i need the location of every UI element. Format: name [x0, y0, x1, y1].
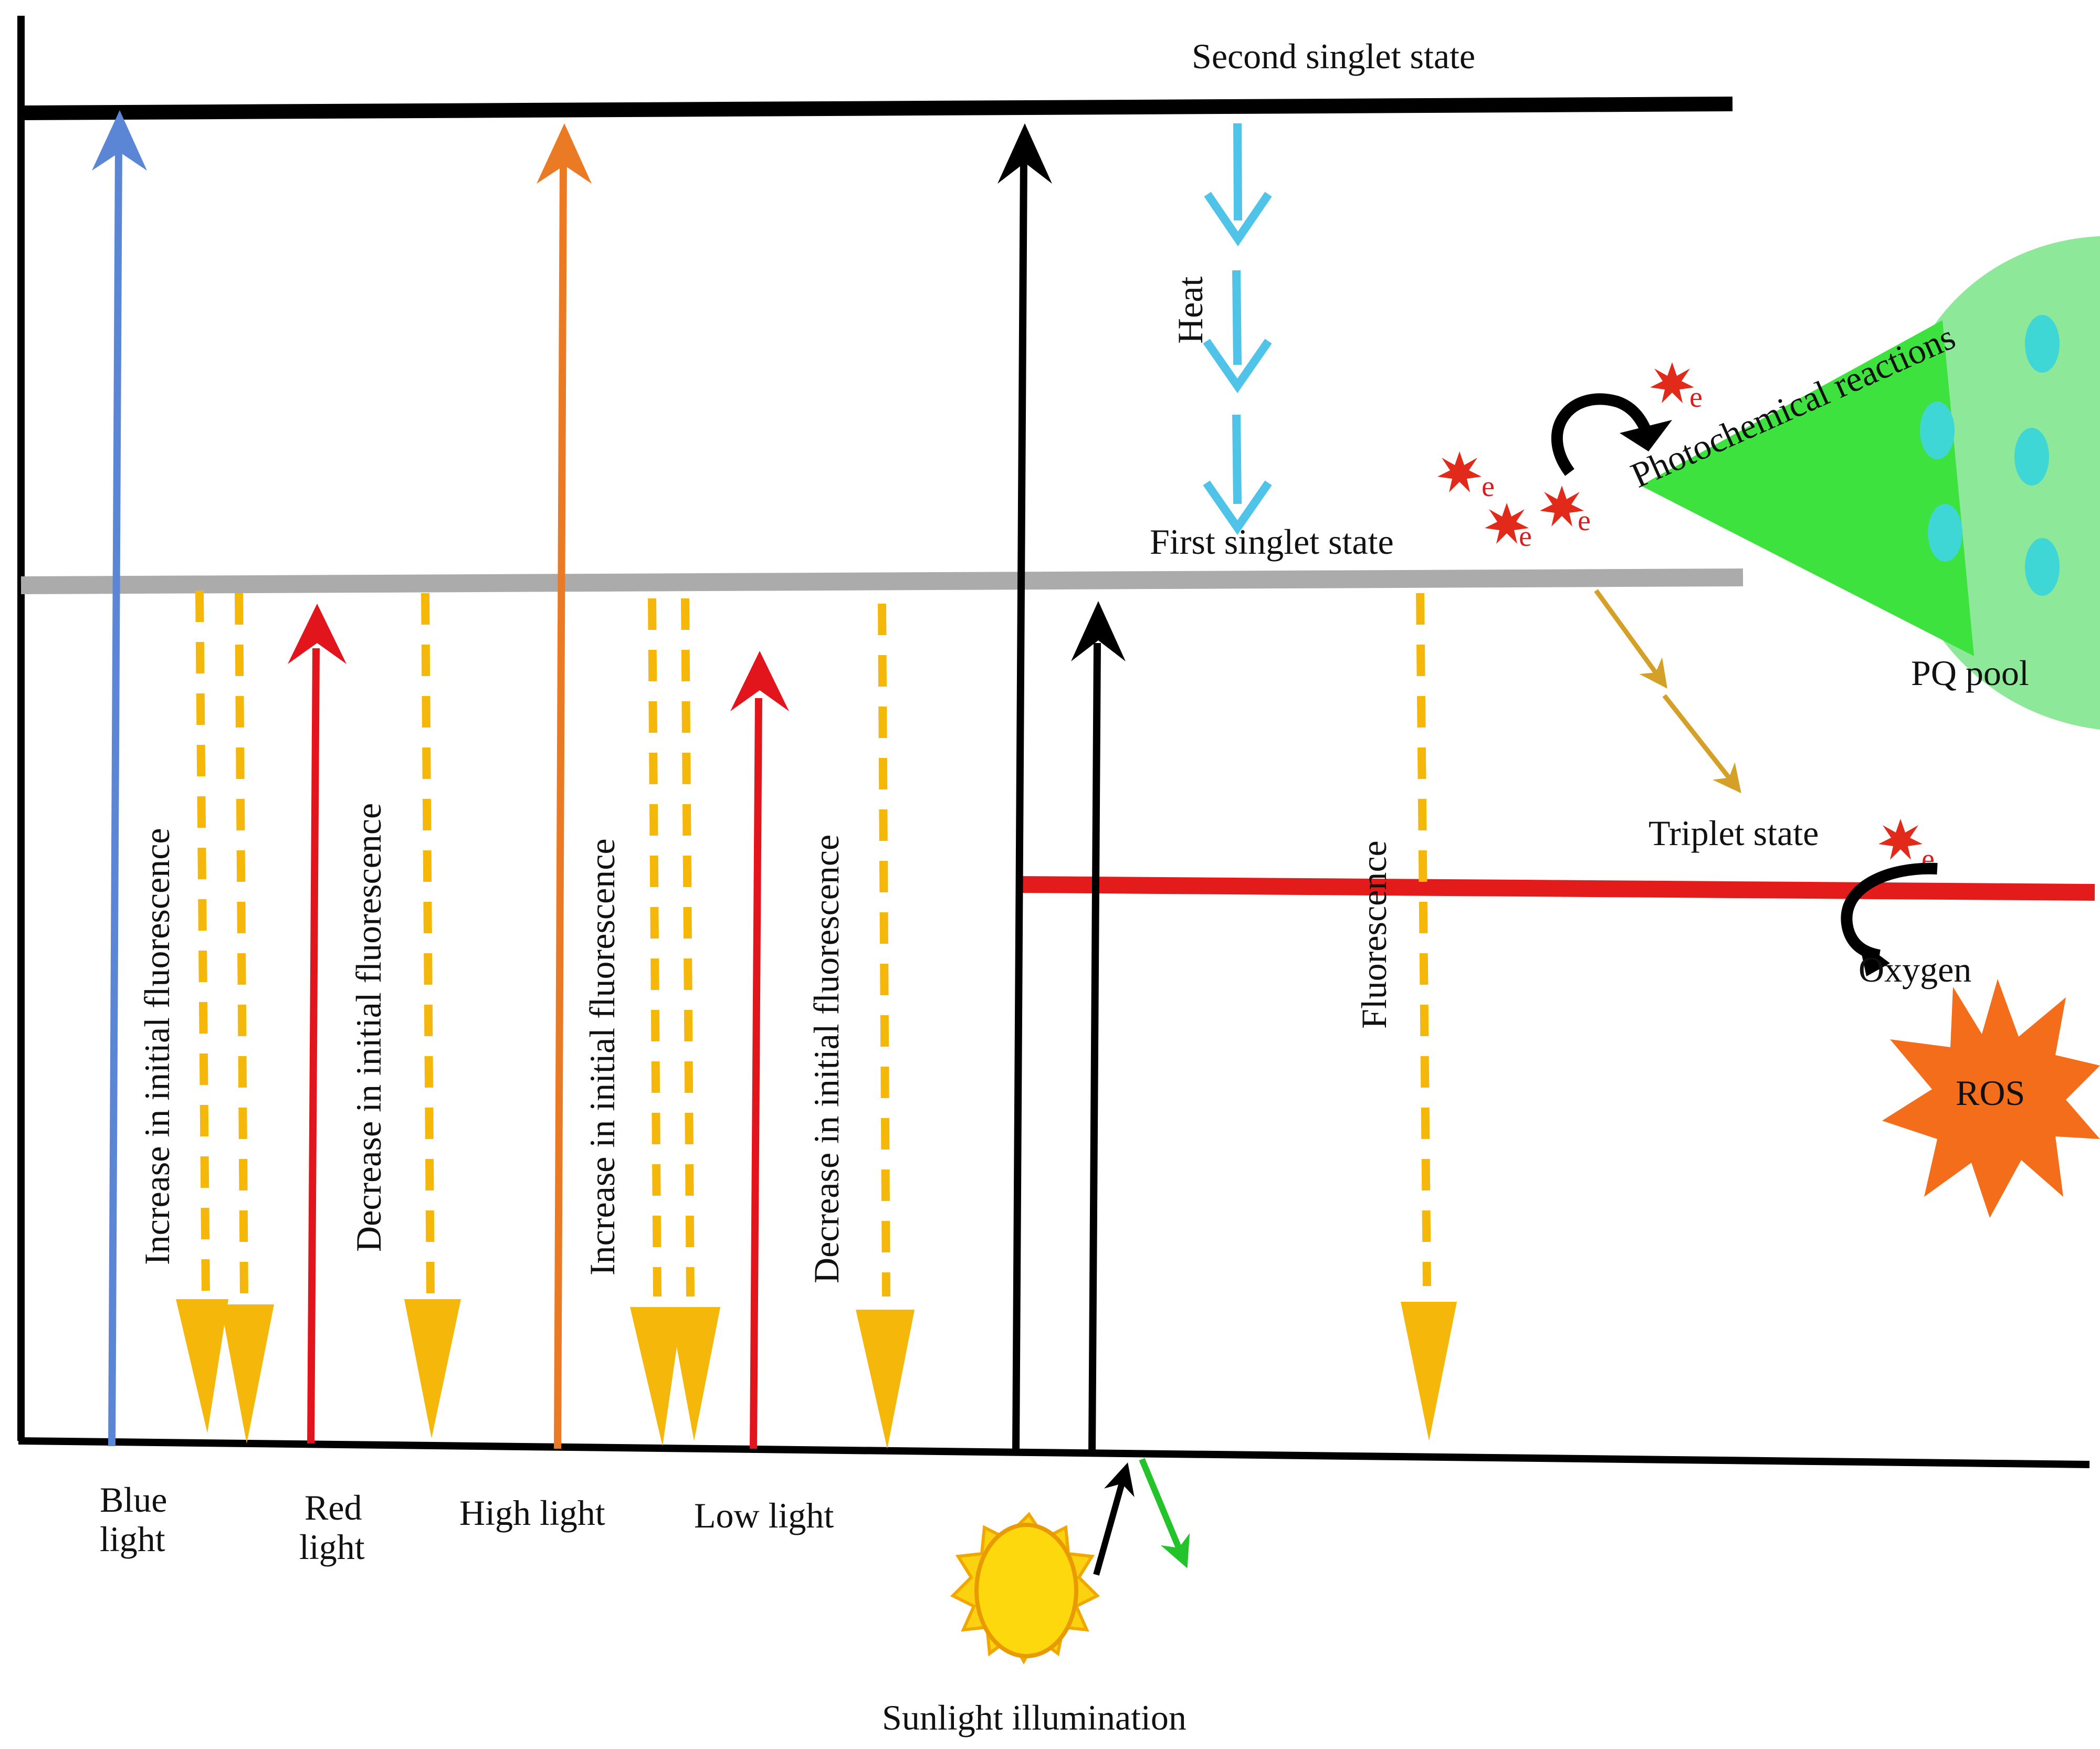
- triplet-label: Triplet state: [1648, 813, 1819, 853]
- reflected-light-arrow: [1139, 1458, 1190, 1568]
- sunlight-illumination-label: Sunlight illumination: [882, 1698, 1186, 1737]
- red-absorption-arrow-2: [730, 651, 789, 1449]
- electron-label-3: e: [1578, 504, 1591, 537]
- electron-label-1: e: [1482, 470, 1495, 503]
- electron-burst-4: [1650, 362, 1694, 403]
- high-light-label: High light: [459, 1493, 605, 1533]
- blue-absorption-arrow: [92, 110, 147, 1447]
- increase-fluorescence-label-1: Increase in initial fluorescence: [137, 828, 177, 1265]
- decrease-fluorescence-label-2: Decrease in initial fluorescence: [806, 835, 846, 1283]
- decrease-fluorescence-label-1: Decrease in initial fluorescence: [349, 803, 388, 1252]
- heat-label: Heat: [1170, 277, 1210, 344]
- increase-fluorescence-label-2: Increase in initial fluorescence: [582, 838, 622, 1276]
- fluorescence-arrowheads: [176, 1299, 1457, 1449]
- electron-burst-2: [1485, 503, 1529, 544]
- black-absorption-arrow-second: [998, 123, 1052, 1452]
- pq-dots: [1920, 315, 2060, 596]
- electron-burst-3: [1540, 486, 1584, 526]
- second-singlet-bar: [20, 97, 1733, 120]
- frame: [17, 16, 2095, 1468]
- second-singlet-label: Second singlet state: [1192, 36, 1475, 76]
- absorption-arrows: [92, 110, 1126, 1455]
- oxygen-label: Oxygen: [1858, 950, 1971, 989]
- red-light-label-2: light: [299, 1527, 365, 1567]
- pq-pool-label: PQ pool: [1911, 653, 2029, 693]
- fluor-dash-6: [878, 603, 890, 1297]
- low-light-label: Low light: [694, 1495, 834, 1535]
- fluor-dash-4: [648, 598, 662, 1297]
- pq-pool: [1641, 236, 2100, 730]
- fluor-dash-5: [681, 598, 695, 1297]
- fluor-dash-1: [195, 590, 210, 1297]
- ground-state-line: [18, 1437, 2090, 1468]
- red-light-label-1: Red: [304, 1488, 362, 1527]
- intersystem-crossing-arrows: [1594, 589, 1741, 794]
- fluor-dash-2: [235, 593, 248, 1297]
- first-singlet-label: First singlet state: [1150, 522, 1394, 562]
- ros-starburst: [1882, 979, 2100, 1218]
- electron-burst-5: [1878, 819, 1923, 860]
- photochem-curved-arrow: [1551, 393, 1654, 476]
- black-absorption-arrow-first: [1071, 601, 1126, 1455]
- sunlight-in-arrow: [1093, 1462, 1135, 1576]
- blue-light-label-1: Blue: [100, 1480, 167, 1520]
- sun-icon: [950, 1512, 1100, 1665]
- fluor-dash-7: [1416, 593, 1431, 1287]
- electron-label-4: e: [1689, 381, 1703, 414]
- heat-arrows: [1203, 123, 1272, 535]
- electron-bursts: [1437, 362, 1923, 860]
- fluorescence-label: Fluorescence: [1354, 840, 1394, 1029]
- photochemical-cone: [1641, 320, 1974, 656]
- red-absorption-arrow-1: [288, 604, 346, 1444]
- electron-burst-1: [1437, 451, 1482, 492]
- ros-label: ROS: [1956, 1073, 2025, 1113]
- fluorescence-dashed-arrows: [195, 590, 1431, 1297]
- electron-label-2: e: [1519, 520, 1532, 553]
- first-singlet-bar: [20, 568, 1744, 594]
- fluor-dash-3: [421, 593, 435, 1297]
- orange-absorption-arrow: [537, 123, 592, 1449]
- blue-light-label-2: light: [100, 1519, 165, 1559]
- triplet-bar: [1018, 876, 2095, 901]
